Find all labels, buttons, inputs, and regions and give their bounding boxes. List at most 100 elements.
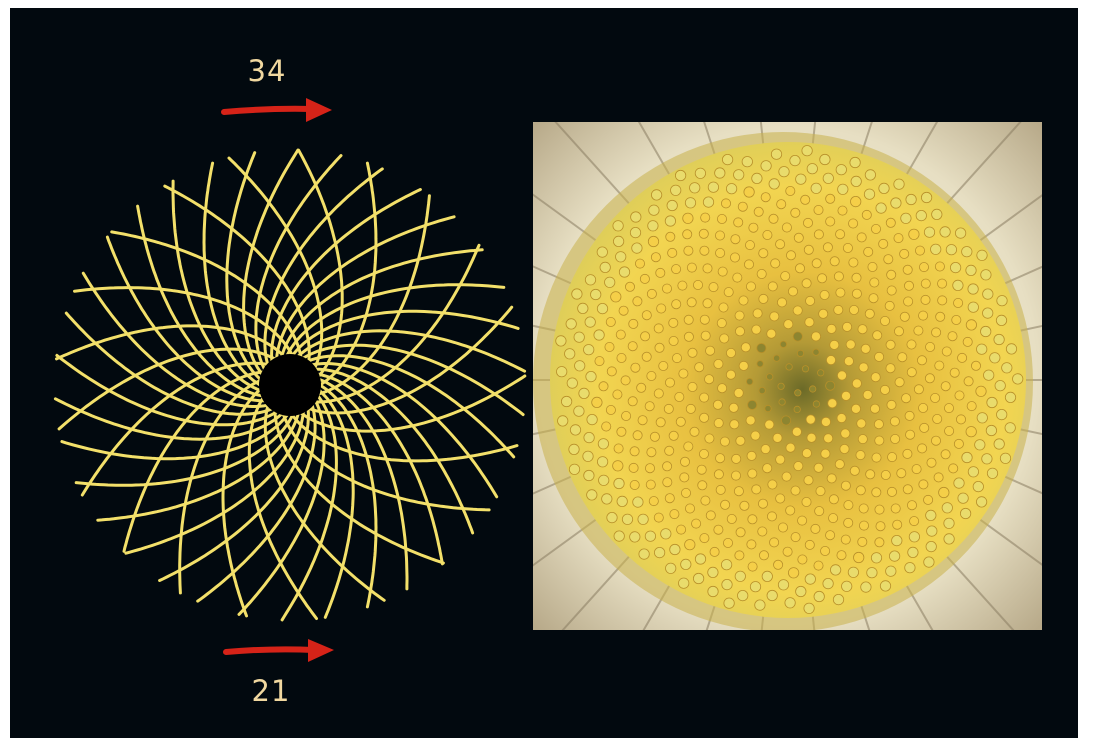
floret — [642, 352, 651, 361]
floret — [849, 219, 858, 228]
floret — [739, 296, 748, 305]
floret — [684, 332, 693, 341]
floret — [700, 246, 709, 255]
floret — [977, 344, 987, 354]
floret — [871, 373, 880, 382]
floret — [717, 319, 726, 328]
arrow-head — [308, 639, 334, 662]
floret — [926, 541, 936, 551]
floret — [925, 374, 934, 383]
floret — [932, 328, 941, 337]
floret — [718, 267, 727, 276]
floret — [607, 367, 616, 376]
floret — [821, 417, 830, 426]
floret — [892, 535, 902, 545]
floret — [927, 458, 936, 467]
floret — [722, 579, 732, 589]
floret — [684, 315, 693, 324]
floret — [891, 504, 900, 513]
floret — [750, 582, 760, 592]
floret — [973, 481, 983, 491]
spiral-count-34-label: 34 — [248, 54, 287, 88]
floret — [700, 315, 709, 324]
floret — [1005, 392, 1015, 402]
floret — [904, 297, 913, 306]
floret — [595, 357, 604, 366]
floret — [633, 497, 643, 507]
floret — [584, 432, 594, 442]
floret — [600, 262, 610, 272]
floret — [782, 223, 791, 232]
floret — [938, 279, 947, 288]
floret — [968, 284, 978, 294]
floret — [900, 249, 909, 258]
floret — [821, 449, 830, 458]
floret — [611, 292, 621, 302]
floret — [920, 423, 929, 432]
flower-photo — [533, 122, 1042, 630]
floret — [681, 488, 690, 497]
floret — [782, 416, 791, 425]
floret — [558, 416, 568, 426]
floret — [622, 411, 631, 420]
floret — [746, 416, 755, 425]
floret — [767, 374, 773, 380]
floret — [963, 337, 972, 346]
floret — [879, 183, 889, 193]
floret — [805, 574, 815, 584]
floret — [665, 378, 674, 387]
floret — [919, 311, 928, 320]
floret — [806, 415, 815, 424]
floret — [806, 296, 815, 305]
floret — [663, 462, 672, 471]
floret — [946, 245, 956, 255]
floret — [887, 270, 896, 279]
floret — [758, 499, 767, 508]
floret — [790, 155, 800, 165]
phyllotaxis-spiral-diagram — [40, 138, 520, 628]
floret — [861, 344, 870, 353]
floret — [844, 501, 853, 510]
floret — [786, 186, 795, 195]
floret — [895, 378, 904, 387]
floret — [698, 481, 707, 490]
floret — [613, 221, 623, 231]
floret — [699, 449, 708, 458]
floret — [629, 319, 638, 328]
floret — [811, 183, 821, 193]
floret — [811, 332, 820, 341]
floret — [792, 427, 801, 436]
floret — [852, 379, 861, 388]
floret — [699, 229, 708, 238]
floret — [686, 404, 695, 413]
floret — [710, 547, 719, 556]
floret — [909, 532, 919, 542]
floret — [881, 470, 890, 479]
floret — [906, 194, 916, 204]
floret — [735, 311, 744, 320]
floret — [688, 382, 697, 391]
floret — [836, 165, 846, 175]
floret — [879, 239, 888, 248]
spiral-count-21-label: 21 — [252, 674, 291, 708]
floret — [830, 340, 839, 349]
floret — [733, 273, 742, 282]
floret — [630, 447, 639, 456]
floret — [889, 551, 899, 561]
floret — [587, 490, 597, 500]
floret — [716, 248, 725, 257]
daisy-image — [533, 122, 1042, 630]
floret — [783, 547, 792, 556]
floret — [826, 194, 835, 203]
floret — [950, 368, 959, 377]
floret — [557, 367, 567, 377]
floret — [734, 218, 743, 227]
floret — [747, 378, 753, 384]
floret — [679, 369, 688, 378]
floret — [748, 469, 757, 478]
floret — [981, 270, 991, 280]
floret — [966, 427, 976, 437]
floret — [952, 315, 961, 324]
floret — [666, 563, 676, 573]
spiral-line — [57, 326, 284, 359]
